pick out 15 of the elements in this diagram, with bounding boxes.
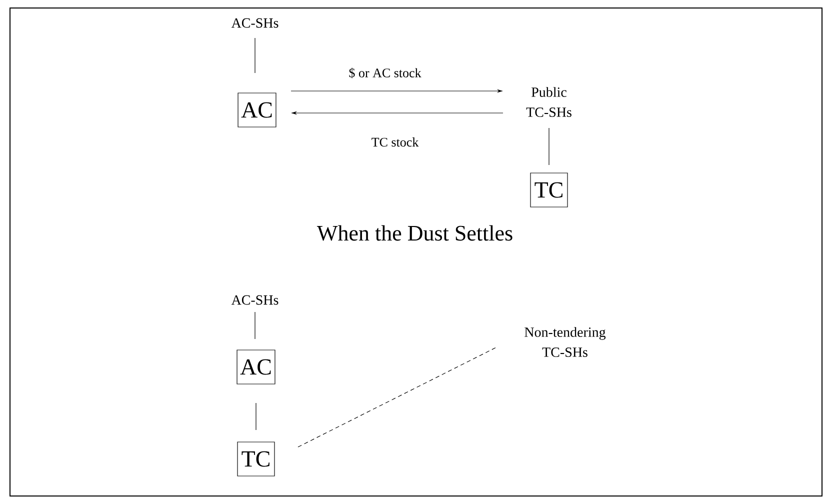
connector-line xyxy=(548,128,550,166)
holder-label: AC-SHs xyxy=(231,295,278,305)
entity-box: AC xyxy=(236,350,276,384)
connector-line xyxy=(298,346,498,448)
entity-box: AC xyxy=(238,92,276,128)
connector-line xyxy=(254,38,256,74)
edge-label: TC stock xyxy=(370,136,420,148)
connector-line xyxy=(254,312,256,340)
entity-box: TC xyxy=(237,442,275,476)
entity-box: TC xyxy=(530,172,568,208)
edge-label: $ or AC stock xyxy=(348,66,422,80)
holder-label: Public TC-SHs xyxy=(526,87,572,117)
section-heading: When the Dust Settles xyxy=(316,225,512,241)
holder-label: Non-tendering TC-SHs xyxy=(524,327,606,357)
holder-label: AC-SHs xyxy=(231,18,278,28)
